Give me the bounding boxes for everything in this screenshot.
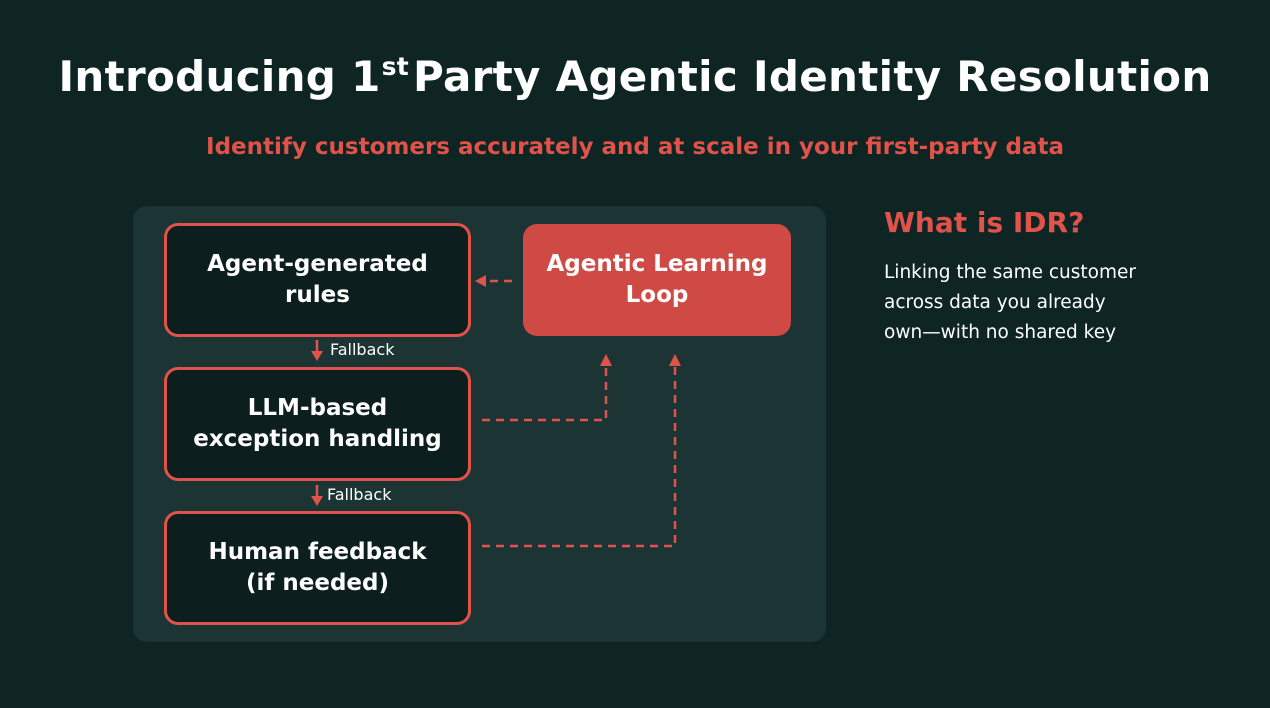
llm-exception-box: LLM-based exception handling (164, 367, 471, 481)
agent-rules-box: Agent-generated rules (164, 223, 471, 337)
title-superscript: st (381, 52, 410, 81)
llm-to-loop-arrow (482, 354, 612, 422)
fallback-label-1: Fallback (330, 340, 395, 359)
fallback-arrow-1 (311, 340, 323, 361)
agentic-learning-loop-box: Agentic Learning Loop (523, 224, 791, 336)
llm-exception-label: LLM-based exception handling (193, 395, 442, 452)
loop-to-rules-arrow (475, 275, 512, 287)
fallback-arrow-2 (311, 485, 323, 506)
title-prefix: Introducing 1 (58, 52, 381, 101)
slide-subtitle: Identify customers accurately and at sca… (206, 134, 1064, 160)
human-to-loop-arrow (482, 354, 681, 548)
fallback-label-2: Fallback (327, 485, 392, 504)
idr-description: Linking the same customer across data yo… (884, 262, 1136, 343)
human-feedback-box: Human feedback (if needed) (164, 511, 471, 625)
slide-title: Introducing 1stParty Agentic Identity Re… (0, 52, 1270, 101)
learning-loop-label: Agentic Learning Loop (546, 251, 768, 308)
title-suffix: Party Agentic Identity Resolution (413, 52, 1212, 101)
human-feedback-label: Human feedback (if needed) (208, 539, 427, 596)
agent-rules-label: Agent-generated rules (207, 251, 428, 308)
idr-heading: What is IDR? (884, 206, 1085, 239)
